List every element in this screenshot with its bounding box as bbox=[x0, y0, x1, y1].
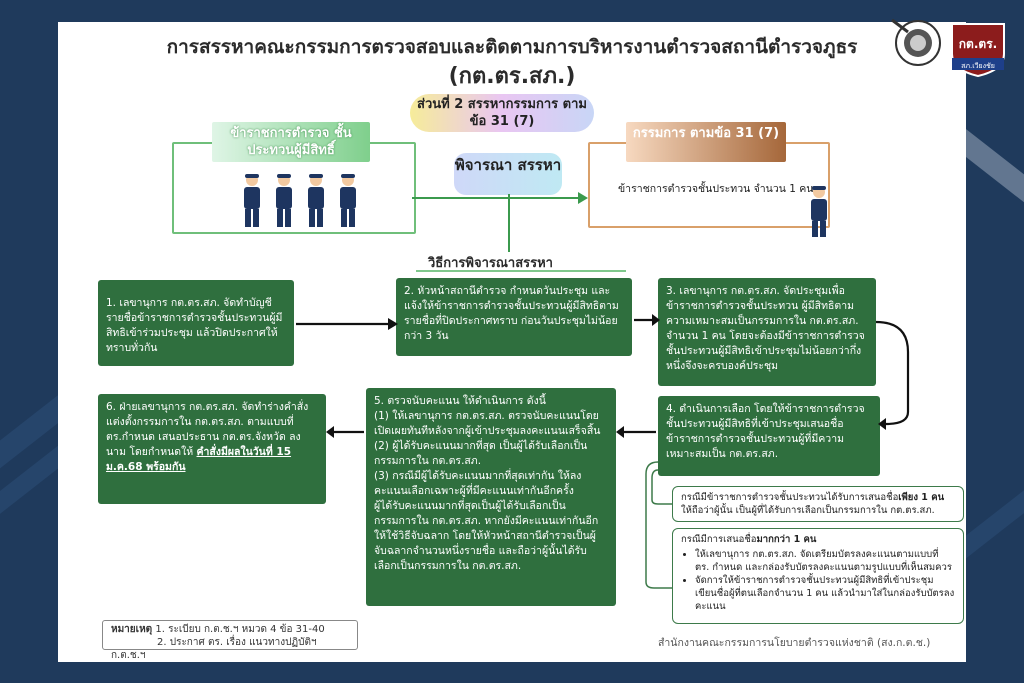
part-label: ส่วนที่ 2 สรรหากรรมการ ตามข้อ 31 (7) bbox=[410, 94, 594, 132]
logo-text: กต.ตร. bbox=[959, 37, 997, 51]
committee-badge-logo: กต.ตร. สภ.เวียงชัย bbox=[946, 20, 1010, 78]
remark-box: หมายเหตุ 1. ระเบียบ ก.ต.ช.ฯ หมวด 4 ข้อ 3… bbox=[102, 620, 358, 661]
step-5-item-4: ผู้ได้รับคะแนนมากที่สุดเป็นผู้ได้รับเลือ… bbox=[374, 500, 599, 572]
flow-arrow-right bbox=[412, 192, 588, 204]
step-5-item-3: (3) กรณีมีผู้ได้รับคะแนนมากที่สุดเท่ากัน… bbox=[374, 470, 582, 497]
step-1-box: 1. เลขานุการ กต.ตร.สภ. จัดทำบัญชีรายชื่อ… bbox=[98, 280, 294, 366]
step-5-heading: 5. ตรวจนับคะแนน ให้ดำเนินการ ดังนี้ bbox=[374, 395, 546, 407]
step-5-box: 5. ตรวจนับคะแนน ให้ดำเนินการ ดังนี้ (1) … bbox=[366, 388, 616, 606]
remark-item-2: 2. ประกาศ ตร. เรื่อง แนวทางปฏิบัติฯ ก.ต.… bbox=[111, 637, 317, 661]
logo-subtext: สภ.เวียงชัย bbox=[961, 62, 995, 70]
step-3-box: 3. เลขานุการ กต.ตร.สภ. จัดประชุมเพื่อข้า… bbox=[658, 278, 876, 386]
remark-label: หมายเหตุ bbox=[111, 624, 153, 635]
note-1-text: กรณีมีข้าราชการตำรวจชั้นประทวนได้รับการเ… bbox=[681, 492, 899, 503]
note-2-item-2: จัดการให้ข้าราชการตำรวจชั้นประทวนผู้มีสิ… bbox=[695, 574, 955, 613]
single-nominee-note: กรณีมีข้าราชการตำรวจชั้นประทวนได้รับการเ… bbox=[672, 486, 964, 522]
note-2-emphasis: มากกว่า 1 คน bbox=[756, 534, 817, 545]
multiple-nominees-note: กรณีมีการเสนอชื่อมากกว่า 1 คน ให้เลขานุก… bbox=[672, 528, 964, 624]
note-2-item-1: ให้เลขานุการ กต.ตร.สภ. จัดเตรียมบัตรลงคะ… bbox=[695, 548, 955, 574]
flow-line-down bbox=[508, 194, 510, 252]
infographic-card: การสรรหาคณะกรรมการตรวจสอบและติดตามการบริ… bbox=[58, 18, 1005, 662]
footer-source: สำนักงานคณะกรรมการนโยบายตำรวจแห่งชาติ (ส… bbox=[658, 637, 931, 649]
step-6-box: 6. ฝ่ายเลขานุการ กต.ตร.สภ. จัดทำร่างคำสั… bbox=[98, 394, 326, 504]
note-1-emphasis: เพียง 1 คน bbox=[898, 492, 945, 503]
step-4-box: 4. ดำเนินการเลือก โดยให้ข้าราชการตำรวจชั… bbox=[658, 396, 880, 476]
consider-select-label: พิจารณา สรรหา bbox=[454, 153, 562, 195]
police-officer-icon bbox=[808, 184, 830, 242]
police-station-seal-logo bbox=[888, 16, 944, 68]
step-6-text: 6. ฝ่ายเลขานุการ กต.ตร.สภ. จัดทำร่างคำสั… bbox=[106, 401, 309, 458]
step-6-effective-date: คำสั่งมีผลในวันที่ 15 ม.ค.68 พร้อมกัน bbox=[106, 446, 292, 473]
title-line-1: การสรรหาคณะกรรมการตรวจสอบและติดตามการบริ… bbox=[166, 36, 858, 58]
method-underline bbox=[416, 270, 626, 272]
step-2-box: 2. หัวหน้าสถานีตำรวจ กำหนดวันประชุม และแ… bbox=[396, 278, 632, 356]
police-officers-illustration bbox=[238, 172, 362, 232]
note-1-text-2: ให้ถือว่าผู้นั้น เป็นผู้ที่ได้รับการเลือ… bbox=[681, 505, 935, 516]
step-5-item-2: (2) ผู้ได้รับคะแนนมากที่สุด เป็นผู้ได้รั… bbox=[374, 440, 588, 467]
method-heading: วิธีการพิจารณาสรรหา bbox=[428, 256, 553, 271]
committee-member-description: ข้าราชการตำรวจชั้นประทวน จำนวน 1 คน bbox=[618, 183, 814, 195]
title-line-2: (กต.ตร.สภ.) bbox=[448, 64, 576, 89]
eligible-officers-label: ข้าราชการตำรวจ ชั้นประทวนผู้มีสิทธิ์ bbox=[212, 122, 370, 162]
remark-item-1: 1. ระเบียบ ก.ต.ช.ฯ หมวด 4 ข้อ 31-40 bbox=[155, 624, 325, 635]
step-5-item-1: (1) ให้เลขานุการ กต.ตร.สภ. ตรวจนับคะแนนโ… bbox=[374, 410, 601, 437]
note-2-text: กรณีมีการเสนอชื่อ bbox=[681, 534, 757, 545]
committee-member-label: กรรมการ ตามข้อ 31 (7) bbox=[626, 122, 786, 162]
